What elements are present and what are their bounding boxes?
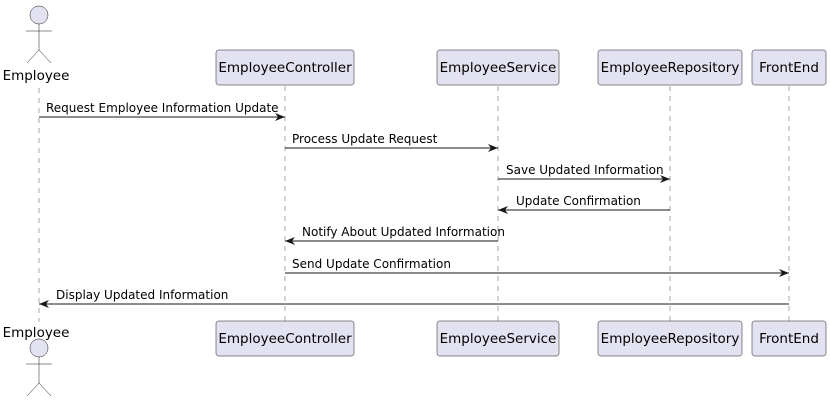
participant-box [751, 49, 827, 86]
actor-employee-top: Employee [3, 5, 70, 84]
message-label: Process Update Request [292, 132, 438, 146]
actor-name: Employee [3, 68, 70, 84]
participant-box [436, 49, 560, 86]
participant-frontend-top: FrontEnd [751, 49, 827, 86]
participant-employeerepository-top: EmployeeRepository [597, 49, 743, 86]
participant-box [597, 49, 743, 86]
participant-box [215, 49, 355, 86]
actor-head-icon [29, 338, 49, 358]
message-label: Save Updated Information [506, 163, 664, 177]
message-label: Notify About Updated Information [302, 225, 505, 239]
participant-name: EmployeeController [218, 60, 352, 76]
participant-box [436, 320, 560, 357]
lifelines [38, 86, 790, 322]
message-7: Display Updated Information [39, 288, 789, 308]
participant-employeeservice-bottom: EmployeeService [436, 320, 560, 357]
participant-name: EmployeeController [218, 331, 352, 347]
actor-name: Employee [3, 325, 70, 341]
message-2: Process Update Request [285, 132, 498, 152]
actor-body-icon [26, 24, 52, 64]
participant-name: EmployeeRepository [601, 331, 740, 347]
message-1: Request Employee Information Update [39, 101, 285, 121]
participant-name: FrontEnd [759, 331, 819, 347]
participant-name: EmployeeRepository [601, 60, 740, 76]
actor-body-icon [26, 357, 52, 397]
participant-name: FrontEnd [759, 60, 819, 76]
actor-head-icon [29, 5, 49, 25]
participant-employeerepository-bottom: EmployeeRepository [597, 320, 743, 357]
message-label: Request Employee Information Update [46, 101, 279, 115]
message-6: Send Update Confirmation [285, 257, 789, 277]
participant-frontend-bottom: FrontEnd [751, 320, 827, 357]
participant-employeeservice-top: EmployeeService [436, 49, 560, 86]
message-label: Display Updated Information [56, 288, 228, 302]
participant-name: EmployeeService [440, 60, 557, 76]
participant-box [751, 320, 827, 357]
participant-name: EmployeeService [440, 331, 557, 347]
participant-employeecontroller-top: EmployeeController [215, 49, 355, 86]
participant-employeecontroller-bottom: EmployeeController [215, 320, 355, 357]
message-label: Send Update Confirmation [292, 257, 451, 271]
actor-employee-bottom: Employee [3, 325, 70, 397]
message-5: Notify About Updated Information [285, 225, 505, 245]
participant-box [597, 320, 743, 357]
message-3: Save Updated Information [498, 163, 670, 183]
message-label: Update Confirmation [516, 194, 641, 208]
participant-box [215, 320, 355, 357]
message-4: Update Confirmation [498, 194, 670, 214]
